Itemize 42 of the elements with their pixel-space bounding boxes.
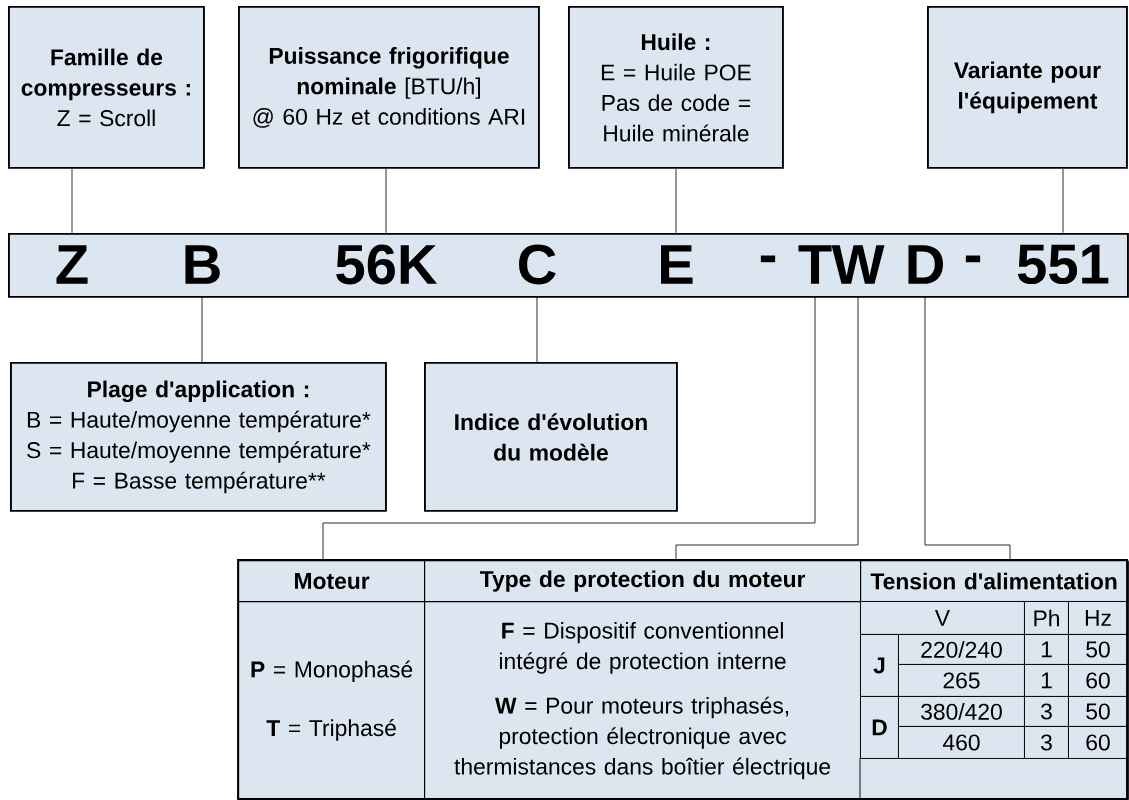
node-label: T = Triphasé — [266, 719, 396, 741]
table-cell: 3 — [1024, 726, 1069, 759]
code-letter: 56K — [336, 244, 438, 285]
text-box: Famille de compresseurs : Z = Scroll — [8, 6, 205, 169]
table-cell: 60 — [1068, 726, 1128, 759]
code-letter: E — [661, 245, 693, 284]
text-box: Plage d'application : B = Haute/moyenne température* S = Haute/moyenne température* F = Basse température** — [10, 362, 387, 512]
connector-line — [201, 295, 203, 363]
text-box: Variante pour l'équipement — [927, 6, 1128, 169]
connector-line — [385, 168, 387, 234]
code-band — [8, 233, 1129, 298]
connector-line — [536, 295, 538, 363]
table-cell: 50 — [1068, 696, 1128, 727]
table-cell: Ph — [1024, 601, 1069, 635]
code-letter: T — [798, 245, 832, 284]
table-cell: 60 — [1068, 664, 1128, 697]
code-letter: 551 — [1017, 244, 1109, 285]
text-box: Indice d'évolution du modèle — [424, 362, 678, 512]
node-label: P = Monophasé — [251, 660, 413, 683]
connector-line — [71, 168, 73, 234]
table-cell: J — [860, 634, 899, 697]
connector-line — [924, 295, 1011, 561]
code-letter: W — [831, 245, 885, 284]
table-cell: 1 — [1024, 634, 1069, 665]
table-cell: Hz — [1068, 601, 1128, 635]
code-letter: D — [908, 245, 943, 284]
code-letter: B — [185, 245, 220, 284]
header-cell: Moteur — [238, 560, 426, 603]
connector-line — [322, 295, 816, 561]
code-letter: - — [965, 255, 981, 263]
connector-line — [675, 168, 677, 234]
table-cell: 50 — [1068, 634, 1128, 665]
code-letter: Z — [56, 245, 88, 284]
connector-line — [1062, 168, 1064, 234]
text-box: Puissance frigorifique nominale [BTU/h] @ 60 Hz et conditions ARI — [238, 6, 540, 169]
connector-line — [675, 295, 859, 561]
table-cell: 3 — [1024, 696, 1069, 727]
code-letter: - — [760, 255, 776, 263]
text-box: Huile : E = Huile POE Pas de code = Huile minérale — [568, 6, 784, 169]
table-cell: 1 — [1024, 664, 1069, 697]
code-letter: C — [519, 244, 556, 285]
table-cell: D — [860, 696, 899, 759]
